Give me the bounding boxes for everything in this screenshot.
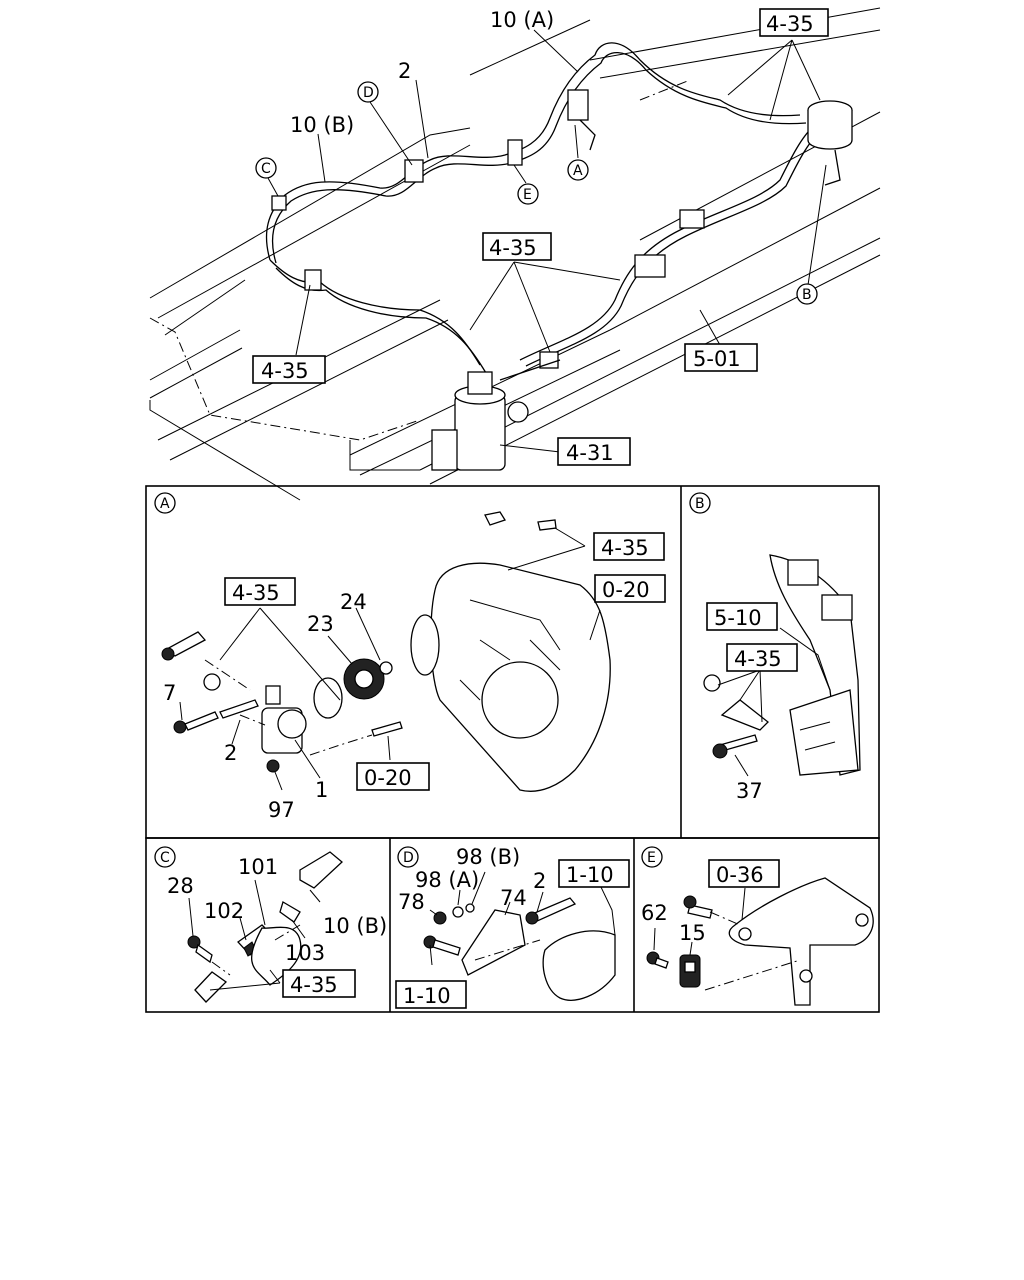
ref-box-4-35-reservoir: 4-35 [766,12,814,36]
panel-e: E [641,846,874,1006]
detail-frame-bottom [145,837,880,1013]
panel-a-marker: A [160,496,170,512]
panel-d-label-98b: 98 (B) [456,845,520,869]
panel-a-ref-0-20-housing: 0-20 [602,578,650,602]
panel-c: C [154,846,343,1003]
panel-a-ref-4-35-left: 4-35 [232,581,280,605]
marker-a-top: A [573,163,583,179]
panel-d-label-78: 78 [398,890,425,914]
panel-b-label-37: 37 [736,779,763,803]
marker-d-top: D [363,85,374,101]
ref-box-4-35-clip: 4-35 [261,359,309,383]
marker-c-top: C [261,161,271,177]
panel-a-ref-4-35-right: 4-35 [601,536,649,560]
panel-a-label-1: 1 [315,778,328,802]
panel-d: D [397,846,616,1001]
panel-b: B [689,492,861,777]
panel-d-ref-1-10-top: 1-10 [566,863,614,887]
panel-c-ref-4-35: 4-35 [290,973,338,997]
panel-d-marker: D [403,850,414,866]
panel-b-marker: B [695,496,705,512]
panel-c-label-101: 101 [238,855,278,879]
panel-a: A [154,492,611,792]
label-10b-top: 10 (B) [290,113,354,137]
ref-box-4-35-lines: 4-35 [489,236,537,260]
panel-a-label-24: 24 [340,590,367,614]
marker-e-top: E [523,187,532,203]
panel-b-ref-5-10: 5-10 [714,606,762,630]
overview-drawing [149,7,881,501]
panel-c-label-28: 28 [167,874,194,898]
panel-e-ref-0-36: 0-36 [716,863,764,887]
label-2-top: 2 [398,59,411,83]
panel-b-ref-4-35: 4-35 [734,647,782,671]
panel-c-label-103: 103 [285,941,325,965]
panel-e-label-62: 62 [641,901,668,925]
panel-d-ref-1-10-bottom: 1-10 [403,984,451,1008]
panel-d-label-2: 2 [533,869,546,893]
marker-b-top: B [802,287,812,303]
panel-a-label-2: 2 [224,741,237,765]
panel-c-label-10b: 10 (B) [323,914,387,938]
panel-c-label-102: 102 [204,899,244,923]
ref-box-5-01: 5-01 [693,347,741,371]
panel-d-label-74: 74 [500,886,527,910]
panel-a-ref-0-20-stud: 0-20 [364,766,412,790]
panel-e-label-15: 15 [679,921,706,945]
panel-d-label-98a: 98 (A) [415,868,479,892]
panel-a-label-23: 23 [307,612,334,636]
panel-a-label-7: 7 [163,681,176,705]
label-10a: 10 (A) [490,8,554,32]
panel-c-marker: C [160,850,170,866]
panel-a-label-97: 97 [268,798,295,822]
panel-e-marker: E [647,850,656,866]
ref-box-4-31: 4-31 [566,441,614,465]
